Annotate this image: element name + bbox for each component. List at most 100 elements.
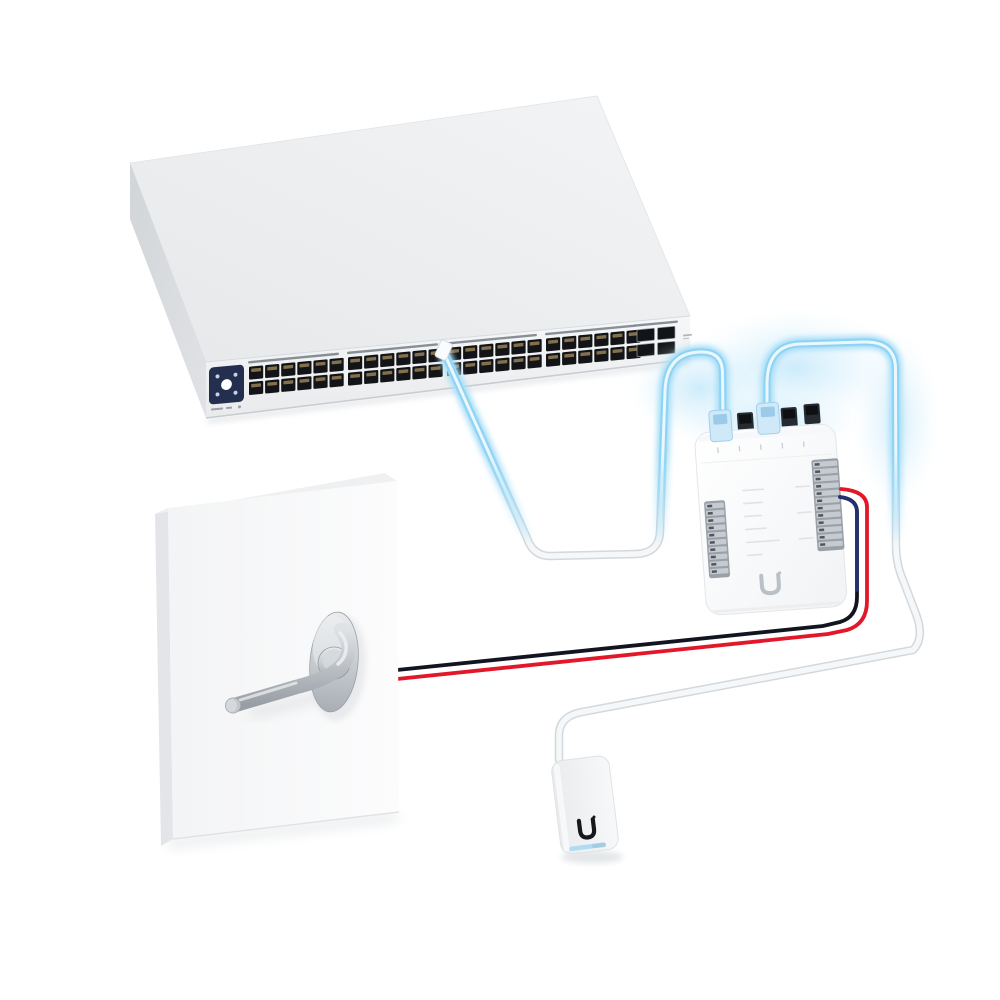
port-contacts bbox=[449, 349, 459, 354]
terminal-slot bbox=[708, 519, 714, 523]
rj45-port bbox=[412, 349, 427, 365]
face-label bbox=[744, 514, 763, 518]
port-contacts bbox=[267, 381, 278, 386]
face-label bbox=[746, 553, 763, 557]
terminal-slot bbox=[707, 511, 713, 515]
u-glyph bbox=[576, 817, 597, 840]
terminal-slot bbox=[708, 526, 714, 530]
lever-arm bbox=[227, 622, 356, 713]
terminal-slot bbox=[709, 533, 715, 537]
rj45-port bbox=[265, 379, 280, 394]
sfp-ports bbox=[636, 325, 676, 358]
display-dot bbox=[233, 390, 238, 395]
door-handle bbox=[224, 611, 367, 721]
hub-port-1-connector bbox=[708, 409, 733, 443]
face-label bbox=[742, 488, 765, 492]
port-contacts bbox=[315, 361, 326, 366]
switch-left-face bbox=[130, 163, 206, 418]
port-contacts bbox=[580, 351, 591, 357]
face-label bbox=[744, 527, 767, 531]
display-dot bbox=[215, 374, 220, 379]
port-number-strip bbox=[446, 333, 537, 345]
terminal-slot bbox=[819, 528, 825, 532]
rj45-port bbox=[594, 332, 609, 347]
rj45-port bbox=[479, 358, 494, 374]
brand-mark bbox=[683, 333, 692, 337]
display-center-dot bbox=[221, 379, 232, 390]
lever-tip-face bbox=[226, 699, 237, 712]
plug-boot bbox=[760, 406, 776, 418]
terminal-block-right bbox=[811, 458, 845, 552]
port-contacts bbox=[251, 383, 262, 388]
port-number-strip bbox=[347, 343, 438, 355]
port-contacts bbox=[251, 367, 262, 373]
port-contacts bbox=[612, 348, 623, 354]
reader-edge-highlight bbox=[553, 764, 570, 852]
rj45-port bbox=[249, 380, 264, 395]
terminal-slot bbox=[710, 555, 716, 559]
port-contacts bbox=[529, 341, 540, 346]
terminal-slot bbox=[817, 499, 823, 503]
hub-port-5-opening bbox=[805, 405, 819, 416]
rj45-port bbox=[562, 335, 577, 350]
rj45-port bbox=[527, 354, 542, 369]
rj45-port bbox=[329, 357, 344, 372]
port-contacts bbox=[612, 333, 623, 338]
rj45-port bbox=[578, 334, 593, 349]
port-contacts bbox=[350, 373, 360, 379]
rj45-port bbox=[348, 371, 363, 386]
rj45-port bbox=[578, 349, 593, 364]
door-bottom-edge bbox=[172, 811, 400, 840]
terminal-slot bbox=[711, 570, 717, 573]
port-contacts bbox=[628, 331, 639, 337]
rj45-port bbox=[463, 360, 478, 375]
rj45-port bbox=[396, 366, 411, 381]
face-label bbox=[743, 501, 764, 505]
hub-face-labels bbox=[742, 485, 814, 557]
rj45-port bbox=[594, 348, 609, 363]
switch-top-face bbox=[129, 95, 691, 363]
terminal-slot bbox=[817, 506, 823, 510]
switch-front-top-edge bbox=[205, 315, 691, 363]
lock-wire-red bbox=[395, 487, 869, 681]
port-contacts bbox=[548, 339, 559, 344]
port-contacts bbox=[564, 338, 575, 343]
terminal-slot bbox=[819, 535, 825, 539]
u-glyph bbox=[759, 572, 781, 596]
port-number-strip bbox=[545, 324, 636, 336]
sfp-label-strip bbox=[634, 320, 678, 327]
cable-connector-switch bbox=[434, 339, 453, 361]
port-contacts bbox=[267, 366, 278, 371]
lever-neck-highlight bbox=[336, 631, 348, 666]
hub-port-ticks bbox=[717, 441, 805, 454]
hub-port-4-opening bbox=[782, 409, 796, 419]
rj45-port bbox=[329, 373, 344, 388]
reader-body bbox=[551, 755, 619, 855]
face-label bbox=[796, 511, 812, 514]
rj45-port bbox=[380, 368, 395, 383]
terminal-slot bbox=[815, 477, 821, 481]
plug-boot bbox=[712, 413, 728, 425]
display-dot bbox=[233, 372, 238, 377]
terminal-slot bbox=[816, 484, 822, 488]
face-label bbox=[795, 485, 811, 488]
hub-bottom-shade bbox=[712, 601, 841, 614]
access-hub bbox=[694, 401, 848, 616]
port-contacts bbox=[299, 378, 310, 383]
port-contacts bbox=[481, 345, 492, 351]
switch-front-bottom-edge bbox=[205, 358, 691, 419]
port-contacts bbox=[628, 347, 639, 352]
terminal-slot bbox=[709, 541, 715, 544]
door bbox=[155, 473, 400, 848]
port-contacts bbox=[283, 364, 294, 369]
rj45-port bbox=[546, 337, 561, 352]
terminal-slot bbox=[816, 492, 822, 495]
rj45-port bbox=[610, 346, 625, 361]
rj45-port bbox=[364, 369, 379, 385]
display-caption-mark bbox=[211, 407, 223, 411]
display-dot bbox=[215, 392, 220, 397]
rj45-port bbox=[495, 357, 510, 372]
port-number-strip bbox=[248, 352, 339, 364]
